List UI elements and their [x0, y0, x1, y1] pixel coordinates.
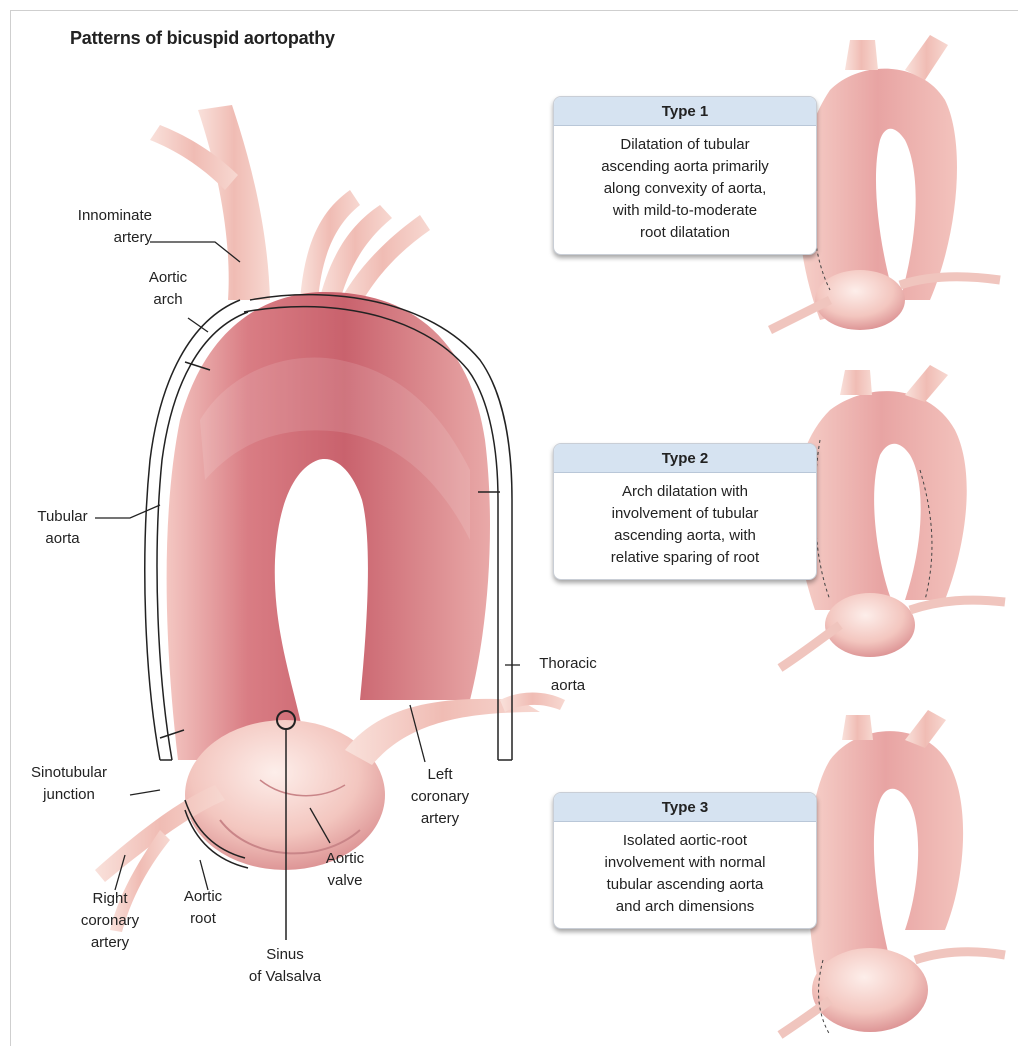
- label-left-coronary-artery: Left coronary artery: [405, 764, 475, 830]
- label-aortic-root: Aortic root: [168, 886, 238, 930]
- label-innominate-artery: Innominate artery: [62, 205, 152, 249]
- type-3-description: Isolated aortic-root involvement with no…: [554, 822, 816, 928]
- type-1-heading: Type 1: [554, 97, 816, 126]
- label-aortic-valve: Aortic valve: [310, 848, 380, 892]
- label-sinus-of-valsalva: Sinus of Valsalva: [235, 944, 335, 988]
- type-2-heading: Type 2: [554, 444, 816, 473]
- label-thoracic-aorta: Thoracic aorta: [528, 653, 608, 697]
- type-1-description: Dilatation of tubular ascending aorta pr…: [554, 126, 816, 254]
- label-aortic-arch: Aortic arch: [133, 267, 203, 311]
- type-3-box: Type 3 Isolated aortic-root involvement …: [553, 792, 817, 929]
- type-2-description: Arch dilatation with involvement of tubu…: [554, 473, 816, 579]
- figure-title: Patterns of bicuspid aortopathy: [70, 28, 335, 49]
- type-3-heading: Type 3: [554, 793, 816, 822]
- label-sinotubular-junction: Sinotubular junction: [10, 762, 128, 806]
- label-tubular-aorta: Tubular aorta: [25, 506, 100, 550]
- label-right-coronary-artery: Right coronary artery: [70, 888, 150, 954]
- type-2-box: Type 2 Arch dilatation with involvement …: [553, 443, 817, 580]
- type-1-box: Type 1 Dilatation of tubular ascending a…: [553, 96, 817, 255]
